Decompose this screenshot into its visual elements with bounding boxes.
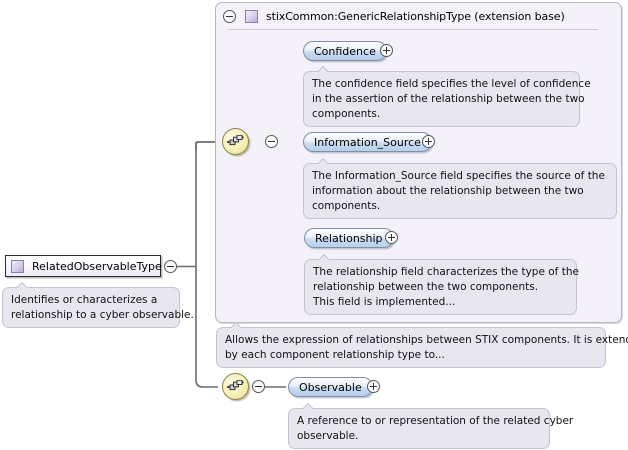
observable-sequence-group-icon[interactable] <box>222 373 249 400</box>
header-divider <box>228 29 598 30</box>
note-root-type: Identifies or characterizes a relationsh… <box>2 287 194 328</box>
collapse-minus-icon[interactable] <box>223 9 236 23</box>
type-square-icon <box>11 259 24 273</box>
observable-sequence-collapse-minus-icon[interactable] <box>252 380 265 393</box>
root-type-label: RelatedObservableType <box>32 259 162 273</box>
root-collapse-minus-icon[interactable] <box>164 260 177 273</box>
note-extension-base: Allows the expression of relationships b… <box>216 327 628 368</box>
observable-expand-plus-icon[interactable] <box>367 380 380 393</box>
note-observable: A reference to or representation of the … <box>288 408 573 449</box>
note-tail <box>318 66 330 72</box>
root-type-box[interactable]: RelatedObservableType <box>5 255 162 277</box>
type-square-icon <box>245 9 258 23</box>
note-tail <box>303 403 315 409</box>
extension-base-header: stixCommon:GenericRelationshipType (exte… <box>216 3 621 29</box>
note-tail <box>17 282 29 288</box>
note-confidence: The confidence field specifies the level… <box>303 71 591 127</box>
note-information-source: The Information_Source field specifies t… <box>303 163 617 219</box>
element-information-source[interactable]: Information_Source <box>303 132 432 152</box>
relationship-expand-plus-icon[interactable] <box>385 231 398 244</box>
information-source-expand-plus-icon[interactable] <box>422 135 435 148</box>
sequence-glyph-icon <box>227 135 244 146</box>
extension-base-title: stixCommon:GenericRelationshipType (exte… <box>266 9 565 23</box>
note-relationship: The relationship field characterizes the… <box>304 259 579 315</box>
sequence-collapse-minus-icon[interactable] <box>265 135 278 148</box>
element-observable[interactable]: Observable <box>288 377 373 397</box>
sequence-group-icon[interactable] <box>222 128 249 155</box>
sequence-glyph-icon <box>227 380 244 391</box>
element-relationship[interactable]: Relationship <box>304 228 394 248</box>
confidence-expand-plus-icon[interactable] <box>380 44 393 57</box>
note-tail <box>318 158 330 164</box>
note-tail <box>319 254 331 260</box>
element-confidence[interactable]: Confidence <box>303 41 387 61</box>
note-tail <box>231 322 243 328</box>
